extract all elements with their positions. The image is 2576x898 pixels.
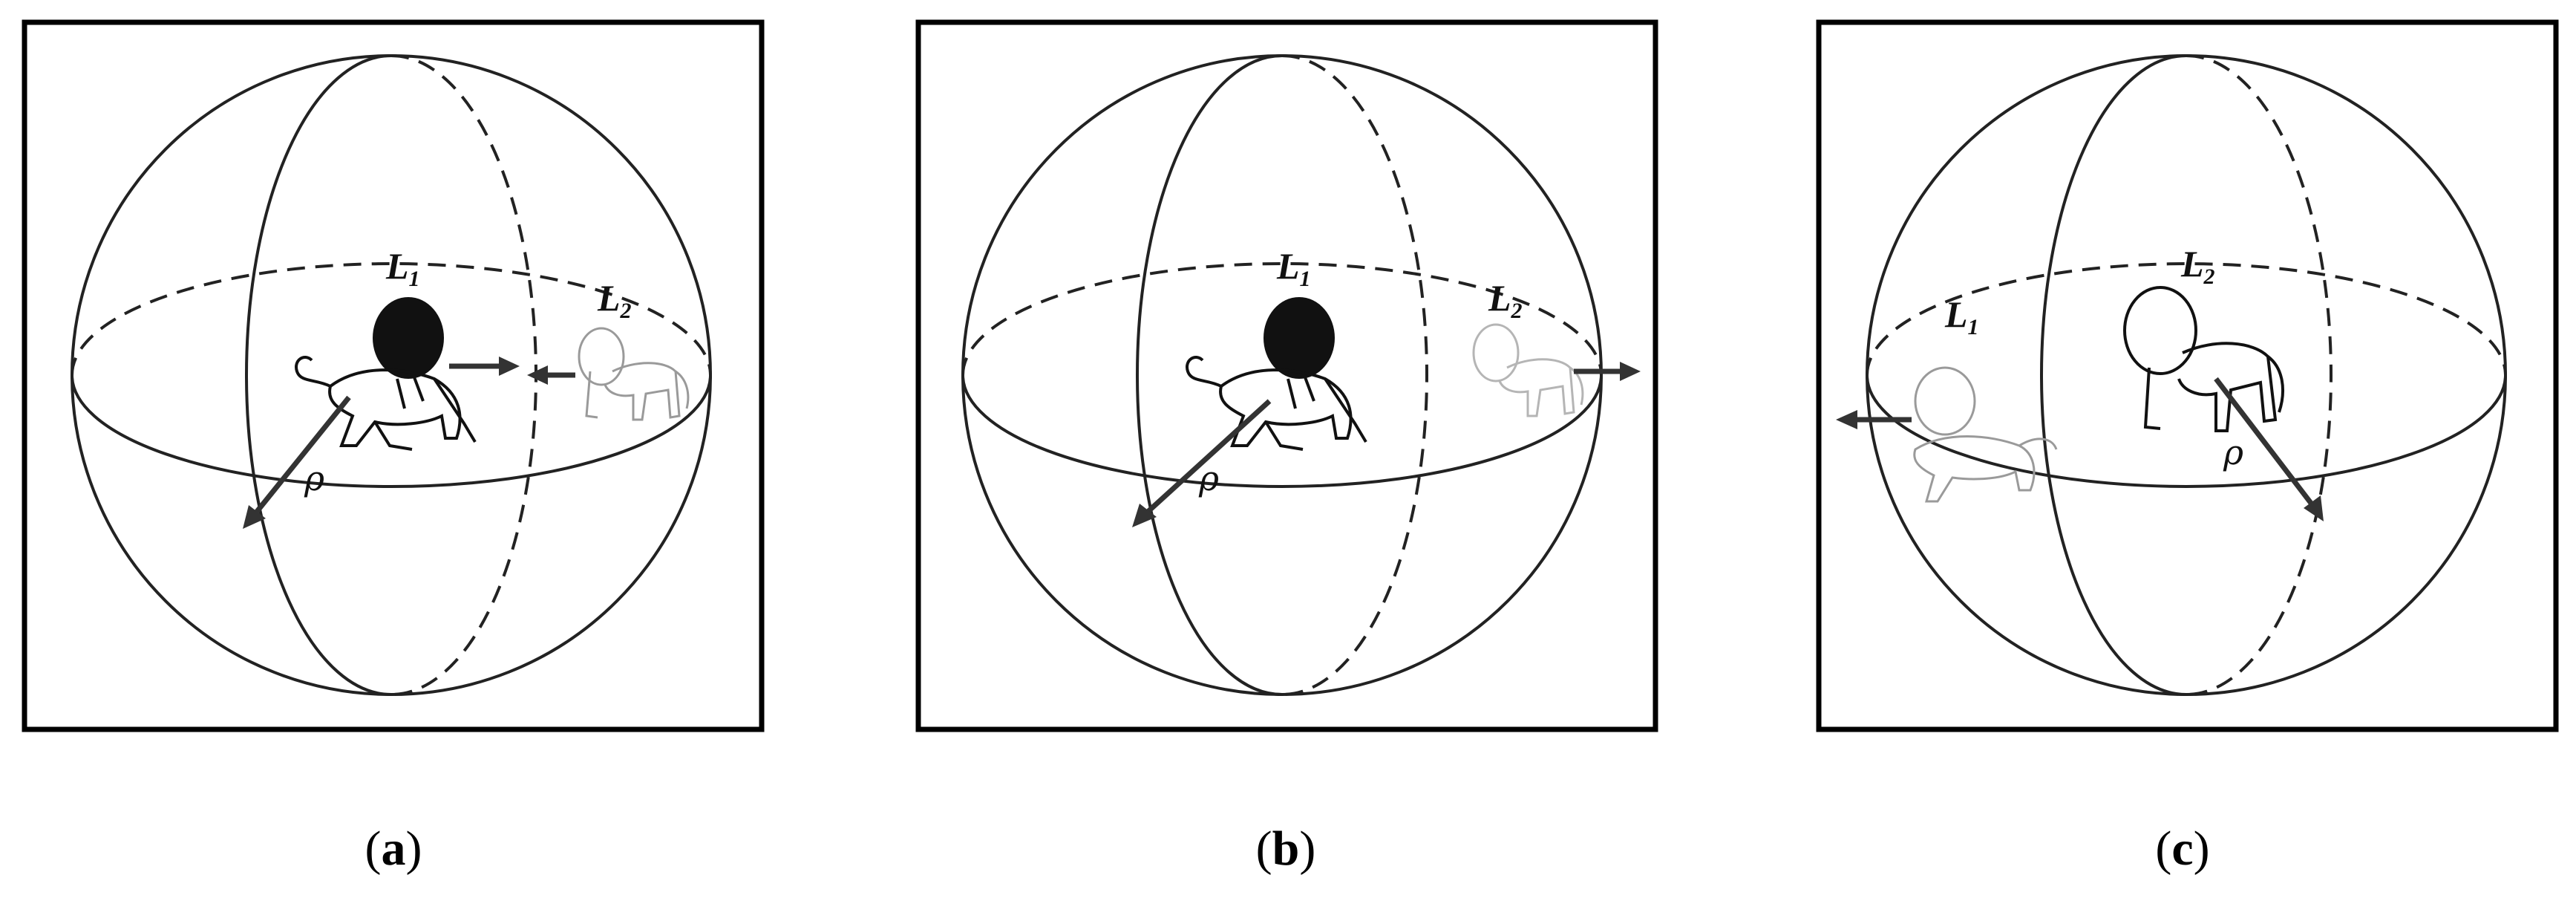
lion-outline-icon bbox=[2123, 286, 2284, 432]
sphere-outline bbox=[961, 54, 1603, 696]
radius-arrow bbox=[1132, 399, 1272, 527]
approach-arrow-left bbox=[527, 365, 575, 385]
caption-b: (b) bbox=[1255, 821, 1316, 876]
label-l1: L1 bbox=[1944, 293, 1979, 339]
caption-a: (a) bbox=[365, 821, 422, 876]
panel-a: L1 L2 ρ bbox=[22, 19, 765, 732]
label-l2: L2 bbox=[2180, 243, 2215, 289]
panel-c: L1 L2 ρ bbox=[1816, 19, 2559, 732]
lion-icon bbox=[295, 297, 477, 451]
label-l2: L2 bbox=[1488, 277, 1523, 323]
panel-a-frame bbox=[22, 19, 765, 732]
lion-icon bbox=[1186, 297, 1367, 451]
meridian-back bbox=[1281, 54, 1428, 696]
meridian-back bbox=[2186, 54, 2333, 696]
exit-arrow-right bbox=[1574, 362, 1641, 381]
panel-b-frame bbox=[915, 19, 1658, 732]
exit-arrow-left bbox=[1836, 410, 1912, 429]
label-l1: L1 bbox=[1276, 245, 1311, 291]
equator-back bbox=[71, 262, 712, 376]
lion-icon bbox=[1913, 366, 2058, 503]
equator-front bbox=[961, 374, 1603, 488]
equator-back bbox=[961, 262, 1603, 376]
radius-label: ρ bbox=[1198, 458, 1219, 498]
panel-b: L1 L2 ρ bbox=[915, 19, 1658, 732]
lion-outline-icon bbox=[1472, 323, 1584, 417]
radius-arrow bbox=[243, 395, 351, 529]
meridian-front bbox=[245, 54, 392, 696]
radius-label: ρ bbox=[2223, 432, 2243, 472]
lion-outline-icon bbox=[578, 327, 690, 421]
panel-c-frame bbox=[1816, 19, 2559, 732]
sphere-outline bbox=[71, 54, 712, 696]
label-l2: L2 bbox=[597, 277, 632, 323]
approach-arrow-right bbox=[449, 357, 520, 376]
radius-arrow bbox=[2214, 377, 2324, 521]
caption-c: (c) bbox=[2155, 821, 2210, 876]
label-l1: L1 bbox=[385, 245, 420, 291]
equator-front bbox=[71, 374, 712, 488]
meridian-front bbox=[2040, 54, 2187, 696]
equator-front bbox=[1866, 374, 2507, 488]
equator-back bbox=[1866, 262, 2507, 376]
radius-label: ρ bbox=[304, 458, 324, 498]
meridian-front bbox=[1136, 54, 1283, 696]
